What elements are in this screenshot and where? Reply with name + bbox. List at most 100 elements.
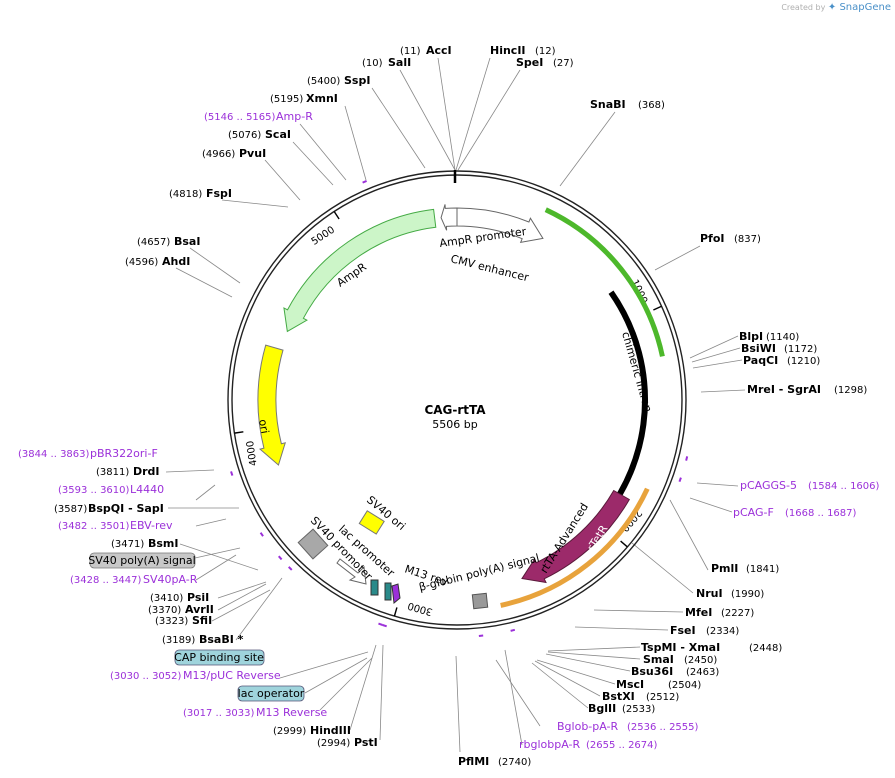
primer-range-m13-puc-reverse: (3030 .. 3052) bbox=[110, 671, 182, 682]
boxed-label-bg bbox=[237, 685, 305, 702]
primer-m13-reverse[interactable]: M13 Reverse bbox=[256, 706, 327, 719]
primer-mark bbox=[685, 456, 689, 461]
enzyme-sfii[interactable]: SfiI bbox=[192, 614, 212, 627]
enzyme-paqci[interactable]: PaqCI bbox=[743, 354, 778, 367]
snapgene-credit: Created by ✦ SnapGene bbox=[781, 2, 891, 13]
enzyme-msci[interactable]: MscI bbox=[616, 678, 644, 691]
enzyme-fspi[interactable]: FspI bbox=[206, 187, 232, 200]
feature-lac-promoter[interactable] bbox=[336, 558, 367, 585]
connector-line bbox=[304, 657, 368, 694]
primer-rbglobpa-r[interactable]: rbglobpA-R bbox=[519, 738, 580, 751]
boxed-label-sv40-polya[interactable]: SV40 poly(A) signal bbox=[88, 552, 196, 569]
enzyme-pmli[interactable]: PmlI bbox=[711, 562, 738, 575]
enzyme-bstxi[interactable]: BstXI bbox=[602, 690, 635, 703]
enzyme-bsiwi[interactable]: BsiWI bbox=[741, 342, 776, 355]
rtta-highlight bbox=[500, 487, 650, 608]
feature-label-ori[interactable]: ori bbox=[256, 418, 271, 434]
feature-ori[interactable] bbox=[257, 344, 286, 466]
connector-line bbox=[371, 87, 426, 169]
tick-mark bbox=[620, 540, 628, 548]
feature-sv40-ori[interactable] bbox=[358, 510, 385, 535]
enzyme-pos-snabi: (368) bbox=[638, 100, 665, 111]
enzyme-pos-bspqi-sapi: (3587) bbox=[54, 504, 87, 515]
primer-range-bglob-pa-r: (2536 .. 2555) bbox=[627, 722, 699, 733]
enzyme-bsai[interactable]: BsaI bbox=[174, 235, 200, 248]
enzyme-smai[interactable]: SmaI bbox=[643, 653, 674, 666]
enzyme-scai[interactable]: ScaI bbox=[265, 128, 291, 141]
enzyme-tspmi-xmai[interactable]: TspMI - XmaI bbox=[641, 641, 720, 654]
enzyme-mrei-sgrai[interactable]: MreI - SgrAI bbox=[747, 383, 821, 396]
enzyme-mfei[interactable]: MfeI bbox=[685, 606, 712, 619]
connector-line bbox=[279, 651, 369, 679]
primer-m13-puc-reverse[interactable]: M13/pUC Reverse bbox=[183, 669, 281, 682]
feature-rtetr[interactable] bbox=[521, 489, 631, 584]
enzyme-spei[interactable]: SpeI bbox=[516, 56, 543, 69]
enzyme-pos-blpi: (1140) bbox=[766, 332, 799, 343]
primer-mark bbox=[382, 624, 387, 628]
enzyme-psii[interactable]: PsiI bbox=[187, 591, 209, 604]
enzyme-pos-paqci: (1210) bbox=[787, 356, 820, 367]
primer-bglob-pa-r[interactable]: Bglob-pA-R bbox=[557, 720, 619, 733]
connector-line bbox=[455, 57, 491, 171]
enzyme-psti[interactable]: PstI bbox=[354, 736, 378, 749]
primer-amp-r[interactable]: Amp-R bbox=[276, 110, 313, 123]
enzyme-ahdi[interactable]: AhdI bbox=[162, 255, 190, 268]
enzyme-hindiii[interactable]: HindIII bbox=[310, 724, 351, 737]
enzyme-fsei[interactable]: FseI bbox=[670, 624, 696, 637]
enzyme-xmni[interactable]: XmnI bbox=[306, 92, 338, 105]
connector-line bbox=[319, 657, 373, 711]
feature-beta-globin-polya[interactable] bbox=[471, 592, 489, 610]
connector-line bbox=[189, 247, 241, 284]
enzyme-sali[interactable]: SalI bbox=[388, 56, 411, 69]
connector-line bbox=[399, 69, 456, 171]
primer-sv40pa-r[interactable]: SV40pA-R bbox=[143, 573, 198, 586]
connector-line bbox=[631, 542, 694, 594]
enzyme-pos-acci: (11) bbox=[400, 46, 421, 57]
primer-mark bbox=[277, 555, 283, 561]
enzyme-pvui[interactable]: PvuI bbox=[239, 147, 266, 160]
enzyme-nrui[interactable]: NruI bbox=[696, 587, 723, 600]
connector-line bbox=[379, 644, 384, 741]
connector-line bbox=[534, 660, 601, 697]
primer-ebv-rev[interactable]: EBV-rev bbox=[130, 519, 173, 532]
enzyme-avrii[interactable]: AvrII bbox=[185, 603, 214, 616]
plasmid-length: 5506 bp bbox=[432, 418, 477, 431]
primer-mark bbox=[287, 566, 293, 571]
primer-pcaggs-5[interactable]: pCAGGS-5 bbox=[740, 479, 797, 492]
feature-label-cmv-enhancer[interactable]: CMV enhancer bbox=[449, 252, 530, 284]
feature-sv40-promoter[interactable] bbox=[297, 528, 329, 560]
enzyme-bsmi[interactable]: BsmI bbox=[148, 537, 179, 550]
enzyme-bsu36i[interactable]: Bsu36I bbox=[631, 665, 673, 678]
boxed-label-lac-operator[interactable]: lac operator bbox=[237, 685, 305, 702]
enzyme-drdi[interactable]: DrdI bbox=[133, 465, 160, 478]
connector-line bbox=[689, 335, 739, 359]
enzyme-pos-fsei: (2334) bbox=[706, 626, 739, 637]
enzyme-snabi[interactable]: SnaBI bbox=[590, 98, 626, 111]
feature-ampr-promoter[interactable] bbox=[440, 204, 458, 231]
feature-label-ampr-promoter[interactable]: AmpR promoter bbox=[439, 225, 528, 250]
connector-line bbox=[547, 646, 641, 652]
enzyme-pos-pmli: (1841) bbox=[746, 564, 779, 575]
feature-cmv-enhancer[interactable] bbox=[456, 207, 544, 244]
connector-line bbox=[457, 69, 521, 171]
feature-ampr[interactable] bbox=[283, 208, 437, 333]
boxed-label-cap-binding-site[interactable]: CAP binding site bbox=[174, 649, 265, 666]
enzyme-pos-ahdi: (4596) bbox=[125, 257, 158, 268]
primer-pcag-f[interactable]: pCAG-F bbox=[733, 506, 774, 519]
enzyme-bglii[interactable]: BglII bbox=[588, 702, 616, 715]
feature-cap-binding-site[interactable] bbox=[370, 579, 379, 596]
enzyme-hincii[interactable]: HincII bbox=[490, 44, 526, 57]
enzyme-acci[interactable]: AccI bbox=[426, 44, 452, 57]
primer-mark bbox=[362, 180, 367, 184]
feature-m13-rev[interactable] bbox=[391, 583, 401, 604]
enzyme-bspqi-sapi[interactable]: BspQI - SapI bbox=[88, 502, 164, 515]
enzyme-sspi[interactable]: SspI bbox=[344, 74, 370, 87]
enzyme-pflmi[interactable]: PflMI bbox=[458, 755, 489, 768]
primer-pbr322ori-f[interactable]: pBR322ori-F bbox=[90, 447, 158, 460]
connector-line bbox=[696, 482, 739, 487]
enzyme-pfoi[interactable]: PfoI bbox=[700, 232, 725, 245]
primer-l4440[interactable]: L4440 bbox=[130, 483, 164, 496]
enzyme-blpi[interactable]: BlpI bbox=[739, 330, 763, 343]
feature-lac-operator[interactable] bbox=[384, 582, 392, 601]
enzyme-bsabi[interactable]: BsaBI * bbox=[199, 633, 244, 646]
